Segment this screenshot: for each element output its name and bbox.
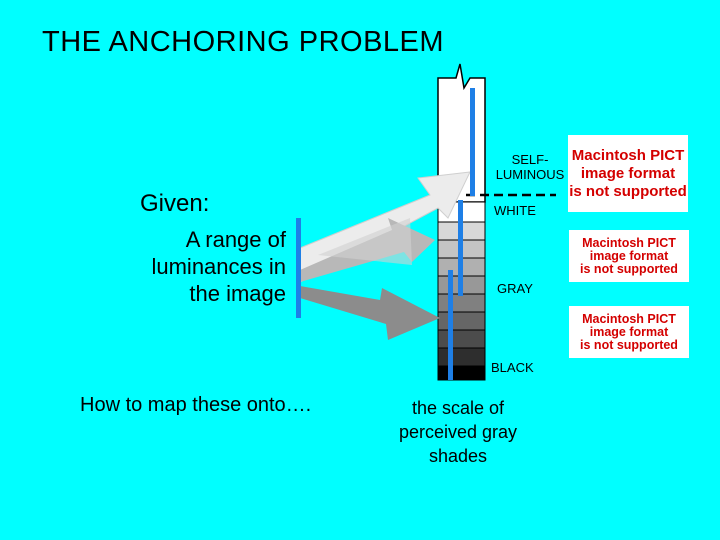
label-self-luminous: SELF-LUMINOUS bbox=[495, 152, 565, 182]
question-text: How to map these onto…. bbox=[80, 394, 312, 416]
slide-title: THE ANCHORING PROBLEM bbox=[42, 26, 445, 58]
scale-step-8 bbox=[437, 329, 486, 349]
pict-placeholder-1: Macintosh PICT image format is not suppo… bbox=[568, 135, 688, 212]
pict-line-1: Macintosh PICT bbox=[582, 235, 676, 250]
pict-line-3: is not supported bbox=[580, 261, 678, 276]
given-text: A range of luminances in the image bbox=[151, 227, 286, 306]
arrow-to-dark-gray bbox=[300, 286, 440, 340]
mapped-range-bar-3 bbox=[448, 270, 453, 380]
pict-line-2: image format bbox=[580, 164, 676, 182]
mapped-range-bar-1 bbox=[470, 88, 475, 196]
pict-placeholder-3: Macintosh PICT image format is not suppo… bbox=[569, 306, 689, 358]
scale-step-9 bbox=[437, 347, 486, 367]
pict-line-3: is not supported bbox=[580, 337, 678, 352]
mapped-range-bar-2 bbox=[458, 200, 463, 296]
pict-placeholder-2: Macintosh PICT image format is not suppo… bbox=[569, 230, 689, 282]
answer-text: the scale of perceived gray shades bbox=[398, 398, 518, 466]
pict-line-1: Macintosh PICT bbox=[571, 146, 685, 164]
label-white: WHITE bbox=[494, 203, 536, 218]
arrow-shadow bbox=[318, 218, 412, 265]
scale-step-7 bbox=[437, 311, 486, 331]
luminance-range-bar bbox=[296, 218, 301, 318]
scale-step-6 bbox=[437, 293, 486, 313]
label-gray: GRAY bbox=[497, 281, 533, 296]
pict-line-3: is not supported bbox=[569, 182, 687, 200]
given-heading: Given: bbox=[140, 190, 210, 217]
pict-line-1: Macintosh PICT bbox=[582, 311, 676, 326]
pict-line-2: image format bbox=[589, 324, 669, 339]
label-black: BLACK bbox=[491, 360, 534, 375]
scale-step-black bbox=[437, 365, 486, 381]
pict-line-2: image format bbox=[589, 248, 669, 263]
